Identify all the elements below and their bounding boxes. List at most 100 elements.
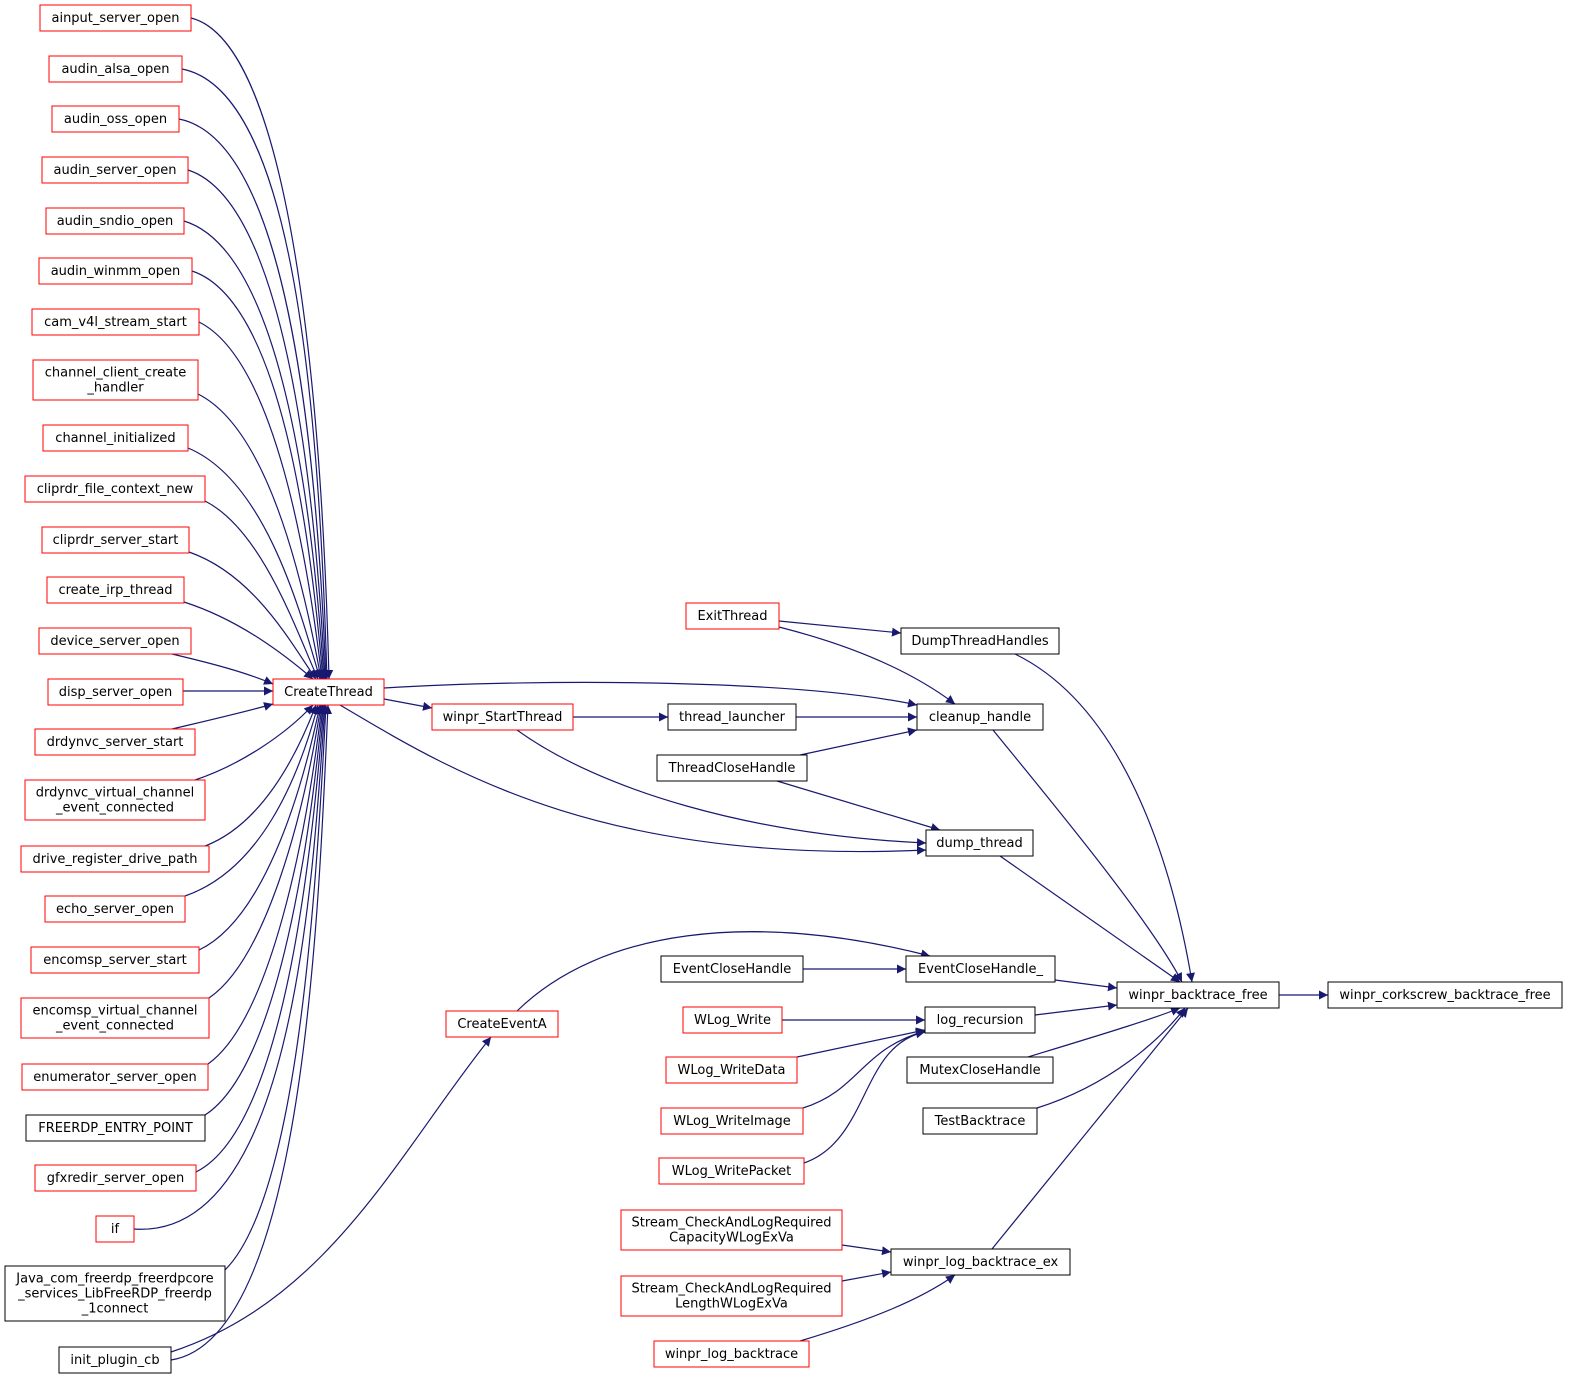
node-CreateThread[interactable]: CreateThread xyxy=(272,678,385,706)
node-cliprdr_server_start[interactable]: cliprdr_server_start xyxy=(41,526,190,554)
node-DumpThreadHandles[interactable]: DumpThreadHandles xyxy=(900,627,1060,655)
edge-CreateThread-to-dump_thread xyxy=(339,704,927,855)
node-MutexCloseHandle[interactable]: MutexCloseHandle xyxy=(906,1056,1054,1084)
edge-line xyxy=(187,169,330,680)
node-cliprdr_file_context_new[interactable]: cliprdr_file_context_new xyxy=(24,475,206,503)
node-box xyxy=(685,602,780,630)
edge-audin_oss_open-to-CreateThread xyxy=(178,118,331,680)
node-encomsp_virtual_channel_event_connected[interactable]: encomsp_virtual_channel_event_connected xyxy=(20,997,210,1039)
node-label: audin_alsa_open xyxy=(61,62,169,77)
node-label: cleanup_handle xyxy=(929,710,1031,725)
node-FREERDP_ENTRY_POINT[interactable]: FREERDP_ENTRY_POINT xyxy=(25,1114,206,1142)
node-CreateEventA[interactable]: CreateEventA xyxy=(445,1010,559,1038)
node-label: audin_server_open xyxy=(54,163,177,178)
node-Java_com_freerdp[interactable]: Java_com_freerdp_freerdpcore_services_Li… xyxy=(4,1265,226,1322)
node-thread_launcher[interactable]: thread_launcher xyxy=(667,703,797,731)
node-device_server_open[interactable]: device_server_open xyxy=(38,627,192,655)
node-init_plugin_cb[interactable]: init_plugin_cb xyxy=(58,1346,172,1374)
edge-line xyxy=(796,1027,926,1058)
node-label: CreateThread xyxy=(284,685,373,700)
node-box xyxy=(658,1157,805,1185)
edge-line xyxy=(778,620,902,637)
node-channel_client_create_handler[interactable]: channel_client_create_handler xyxy=(32,359,199,401)
node-WLog_Write[interactable]: WLog_Write xyxy=(682,1006,783,1034)
node-ainput_server_open[interactable]: ainput_server_open xyxy=(39,4,192,32)
edge-audin_sndio_open-to-CreateThread xyxy=(183,220,328,680)
node-box xyxy=(24,475,206,503)
node-gfxredir_server_open[interactable]: gfxredir_server_open xyxy=(34,1164,197,1192)
node-enumerator_server_open[interactable]: enumerator_server_open xyxy=(21,1063,209,1091)
node-echo_server_open[interactable]: echo_server_open xyxy=(44,895,186,923)
edge-encomsp_virtual_channel_event_connected-to-CreateThread xyxy=(208,704,325,999)
edge-MutexCloseHandle-to-winpr_backtrace_free xyxy=(1027,1007,1181,1058)
node-label: DumpThreadHandles xyxy=(911,634,1048,649)
node-cleanup_handle[interactable]: cleanup_handle xyxy=(916,703,1044,731)
node-box xyxy=(916,703,1044,731)
node-winpr_corkscrew_backtrace_free[interactable]: winpr_corkscrew_backtrace_free xyxy=(1327,981,1563,1009)
node-disp_server_open[interactable]: disp_server_open xyxy=(47,678,184,706)
node-winpr_StartThread[interactable]: winpr_StartThread xyxy=(431,703,574,731)
edge-init_plugin_cb-to-CreateEventA xyxy=(170,1036,492,1353)
node-encomsp_server_start[interactable]: encomsp_server_start xyxy=(30,946,200,974)
node-winpr_log_backtrace_ex[interactable]: winpr_log_backtrace_ex xyxy=(890,1248,1071,1276)
edge-line xyxy=(194,704,314,781)
edge-line xyxy=(198,704,323,951)
node-box xyxy=(905,955,1056,983)
node-audin_winmm_open[interactable]: audin_winmm_open xyxy=(38,257,193,285)
node-winpr_backtrace_free[interactable]: winpr_backtrace_free xyxy=(1116,981,1280,1009)
node-Stream_Capacity[interactable]: Stream_CheckAndLogRequiredCapacityWLogEx… xyxy=(620,1209,843,1251)
node-box xyxy=(42,424,189,452)
node-audin_sndio_open[interactable]: audin_sndio_open xyxy=(45,207,185,235)
node-label: Java_com_freerdp_freerdpcore xyxy=(15,1272,213,1287)
edge-line xyxy=(1014,653,1195,983)
node-drive_register_drive_path[interactable]: drive_register_drive_path xyxy=(20,845,210,873)
edge-line xyxy=(207,704,326,1065)
node-box xyxy=(41,156,189,184)
node-box xyxy=(58,1346,172,1374)
node-audin_oss_open[interactable]: audin_oss_open xyxy=(51,105,180,133)
edge-ThreadCloseHandle-to-cleanup_handle xyxy=(799,727,918,756)
node-box xyxy=(431,703,574,731)
edge-line xyxy=(799,727,918,756)
node-box xyxy=(272,678,385,706)
node-TestBacktrace[interactable]: TestBacktrace xyxy=(922,1107,1038,1135)
node-audin_server_open[interactable]: audin_server_open xyxy=(41,156,189,184)
node-box xyxy=(20,845,210,873)
node-label: Stream_CheckAndLogRequired xyxy=(632,1282,832,1297)
node-EventCloseHandle[interactable]: EventCloseHandle xyxy=(660,955,804,983)
node-label: gfxredir_server_open xyxy=(47,1171,184,1186)
edge-line xyxy=(171,653,274,685)
node-winpr_log_backtrace[interactable]: winpr_log_backtrace xyxy=(653,1340,810,1368)
edge-WLog_WriteData-to-log_recursion xyxy=(796,1027,926,1058)
node-label: audin_sndio_open xyxy=(57,214,174,229)
node-EventCloseHandle_[interactable]: EventCloseHandle_ xyxy=(905,955,1056,983)
edge-line xyxy=(1036,1007,1186,1109)
node-box xyxy=(906,1056,1054,1084)
node-WLog_WriteData[interactable]: WLog_WriteData xyxy=(665,1056,798,1084)
edge-line xyxy=(170,704,333,1361)
node-ThreadCloseHandle[interactable]: ThreadCloseHandle xyxy=(656,754,808,782)
edge-Stream_Capacity-to-winpr_log_backtrace_ex xyxy=(841,1244,892,1256)
node-box xyxy=(1116,981,1280,1009)
node-WLog_WriteImage[interactable]: WLog_WriteImage xyxy=(660,1107,804,1135)
node-box xyxy=(46,576,185,604)
node-WLog_WritePacket[interactable]: WLog_WritePacket xyxy=(658,1157,805,1185)
edge-channel_initialized-to-CreateThread xyxy=(187,447,322,680)
node-drdynvc_virtual_channel_event_connected[interactable]: drdynvc_virtual_channel_event_connected xyxy=(24,779,206,821)
node-dump_thread[interactable]: dump_thread xyxy=(925,829,1034,857)
node-audin_alsa_open[interactable]: audin_alsa_open xyxy=(48,55,183,83)
node-log_recursion[interactable]: log_recursion xyxy=(924,1006,1036,1034)
node-ExitThread[interactable]: ExitThread xyxy=(685,602,780,630)
node-channel_initialized[interactable]: channel_initialized xyxy=(42,424,189,452)
edge-ThreadCloseHandle-to-dump_thread xyxy=(776,780,941,832)
node-label: winpr_backtrace_free xyxy=(1128,988,1267,1003)
edge-ainput_server_open-to-CreateThread xyxy=(190,17,334,680)
node-cam_v4l_stream_start[interactable]: cam_v4l_stream_start xyxy=(31,308,200,336)
node-label: winpr_log_backtrace_ex xyxy=(903,1255,1059,1270)
node-if[interactable]: if xyxy=(95,1215,135,1243)
node-create_irp_thread[interactable]: create_irp_thread xyxy=(46,576,185,604)
edge-audin_server_open-to-CreateThread xyxy=(187,169,330,680)
node-box xyxy=(39,4,192,32)
node-drdynvc_server_start[interactable]: drdynvc_server_start xyxy=(34,728,196,756)
